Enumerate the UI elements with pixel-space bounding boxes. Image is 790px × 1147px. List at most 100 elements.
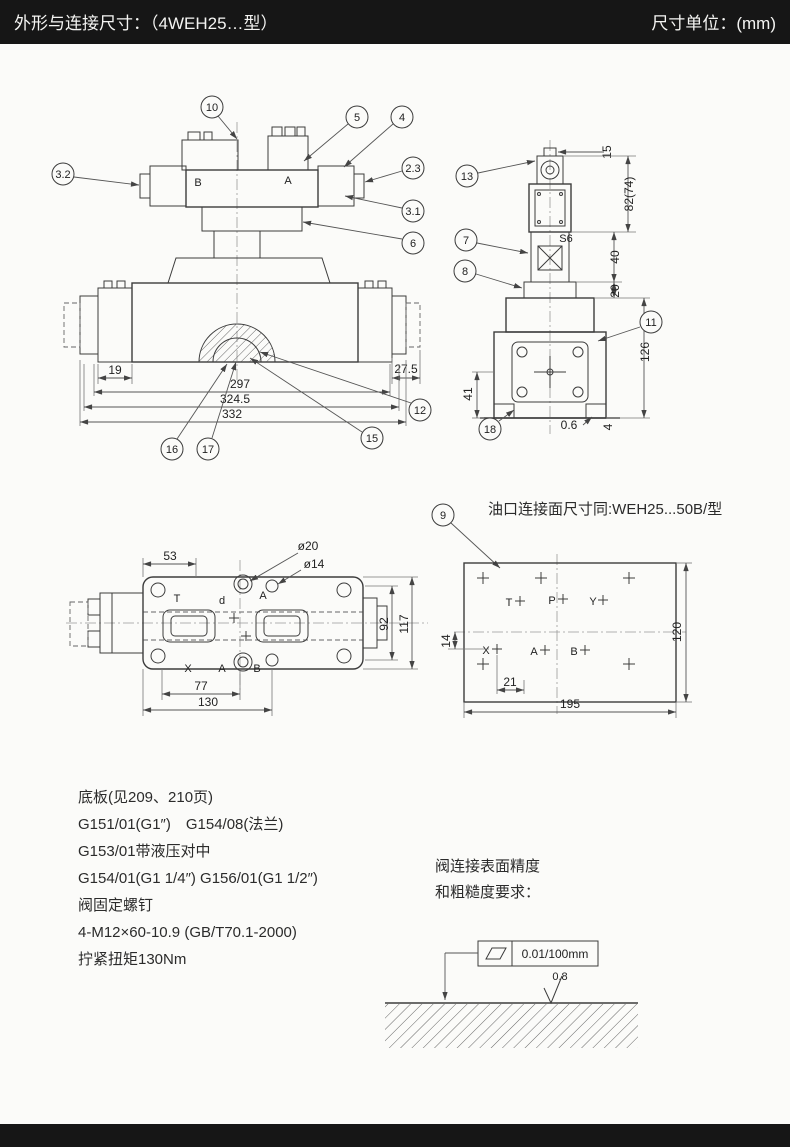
svg-text:11: 11	[645, 317, 656, 329]
port-y: Y	[589, 596, 597, 608]
note-line: 阀固定螺钉	[78, 897, 153, 914]
port-a: A	[530, 646, 538, 658]
port-p: P	[548, 595, 555, 607]
svg-text:13: 13	[461, 171, 473, 183]
side-view: S6 15 82(74) 40 20 126 41 0.6 4	[453, 140, 663, 441]
right-solenoid	[357, 287, 393, 363]
callout-12: 12	[259, 351, 432, 422]
port-marks	[492, 594, 608, 655]
flatness-frame	[477, 940, 599, 967]
unit-label: 尺寸单位：(mm)	[651, 14, 776, 33]
dim-dia14: ø14	[304, 557, 325, 571]
label-b: B	[253, 663, 260, 675]
svg-text:2.3: 2.3	[405, 163, 420, 175]
header-bar: 外形与连接尺寸：（4WEH25…型） 尺寸单位：(mm)	[0, 0, 790, 44]
svg-text:3.1: 3.1	[405, 206, 420, 218]
dim-s6: S6	[559, 233, 572, 245]
dim-19: 19	[108, 363, 122, 377]
dim-82-74: 82(74)	[622, 177, 636, 212]
top-view: T d A X A B 53 ø20 ø14 92 117 77 130	[66, 539, 428, 716]
dim-15: 15	[600, 145, 614, 159]
callout-18: 18	[478, 409, 515, 441]
dim-dia20: ø20	[298, 539, 319, 553]
pilot-valve-body	[185, 169, 319, 208]
dim-41: 41	[461, 387, 475, 401]
dim-92: 92	[377, 617, 391, 631]
callout-8: 8	[453, 259, 523, 289]
callout-13: 13	[455, 160, 536, 188]
port-note-group: 油口连接面尺寸同:WEH25...50B/型 9	[431, 501, 722, 569]
left-end-cap	[79, 295, 99, 355]
terminal-box	[181, 139, 239, 171]
svg-text:3.2: 3.2	[55, 169, 70, 181]
dim-4: 4	[601, 423, 615, 430]
svg-text:4: 4	[399, 112, 405, 124]
callout-6: 6	[302, 220, 425, 255]
hatched-surface	[385, 1004, 638, 1048]
dim-120: 120	[670, 622, 684, 642]
dim-117: 117	[397, 614, 411, 633]
callout-3-1: 3.1	[344, 195, 425, 223]
svg-text:9: 9	[440, 510, 446, 522]
label-d: d	[219, 595, 225, 607]
roughness-value: 0.8	[552, 971, 567, 983]
dim-130: 130	[198, 695, 218, 709]
dim-0-6: 0.6	[561, 418, 578, 432]
footer-background	[0, 1124, 790, 1147]
intermediate-plate	[201, 206, 303, 232]
port-face-plate	[463, 562, 677, 703]
note-line: 底板(见209、210页)	[78, 788, 213, 806]
dim-126: 126	[638, 342, 652, 362]
port-note: 油口连接面尺寸同:WEH25...50B/型	[488, 501, 722, 518]
dim-324-5: 324.5	[220, 392, 250, 406]
svg-text:15: 15	[366, 433, 378, 445]
callout-16: 16	[160, 363, 228, 461]
flatness-symbol-icon	[485, 947, 507, 960]
port-b: B	[570, 646, 577, 658]
bolt-hole-marks	[477, 572, 635, 670]
header-background	[0, 0, 790, 44]
note-line: G154/01(G1 1/4″) G156/01(G1 1/2″)	[78, 870, 318, 887]
svg-text:12: 12	[414, 405, 426, 417]
label-a-top: A	[259, 590, 267, 602]
flatness-value: 0.01/100mm	[522, 947, 589, 961]
svg-text:7: 7	[463, 235, 469, 247]
svg-text:8: 8	[462, 266, 468, 278]
callout-5: 5	[303, 105, 369, 162]
note-line: G151/01(G1″) G154/08(法兰)	[78, 816, 283, 833]
svg-text:16: 16	[166, 444, 178, 456]
dim-53: 53	[163, 549, 177, 563]
callout-10: 10	[200, 95, 238, 140]
note-line: 4-M12×60-10.9 (GB/T70.1-2000)	[78, 924, 297, 941]
dim-14: 14	[439, 634, 453, 648]
dim-21: 21	[503, 675, 517, 689]
center-detail-dome	[198, 323, 276, 363]
label-t: T	[174, 593, 181, 605]
page-title: 外形与连接尺寸：（4WEH25…型）	[14, 14, 278, 33]
port-t: T	[506, 597, 513, 609]
svg-text:5: 5	[354, 112, 360, 124]
callout-11: 11	[597, 310, 663, 342]
front-view: B A 19 27.5 297 324.5 332 10 5 4	[51, 95, 432, 461]
dim-297: 297	[230, 377, 250, 391]
svg-text:10: 10	[206, 102, 218, 114]
callout-7: 7	[454, 228, 529, 255]
label-a-bottom: A	[218, 663, 226, 675]
body-top-flange	[167, 257, 331, 284]
surface-note-line2: 和粗糙度要求：	[435, 884, 540, 901]
note-line: G153/01带液压对中	[78, 843, 211, 860]
spool-chamber-left	[162, 609, 216, 643]
surface-finish-block: 阀连接表面精度 和粗糙度要求： 0.01/100mm 0.8	[385, 858, 638, 1048]
svg-text:6: 6	[410, 238, 416, 250]
port-face-view: T P Y X A B 14 21 195 120	[439, 554, 692, 718]
dim-20: 20	[608, 284, 622, 298]
svg-text:17: 17	[202, 444, 214, 456]
left-solenoid	[97, 287, 133, 363]
callout-4: 4	[343, 105, 414, 168]
callout-9: 9	[431, 503, 501, 569]
dim-195: 195	[560, 697, 580, 711]
dim-40: 40	[608, 250, 622, 264]
surface-note-line1: 阀连接表面精度	[435, 858, 540, 875]
